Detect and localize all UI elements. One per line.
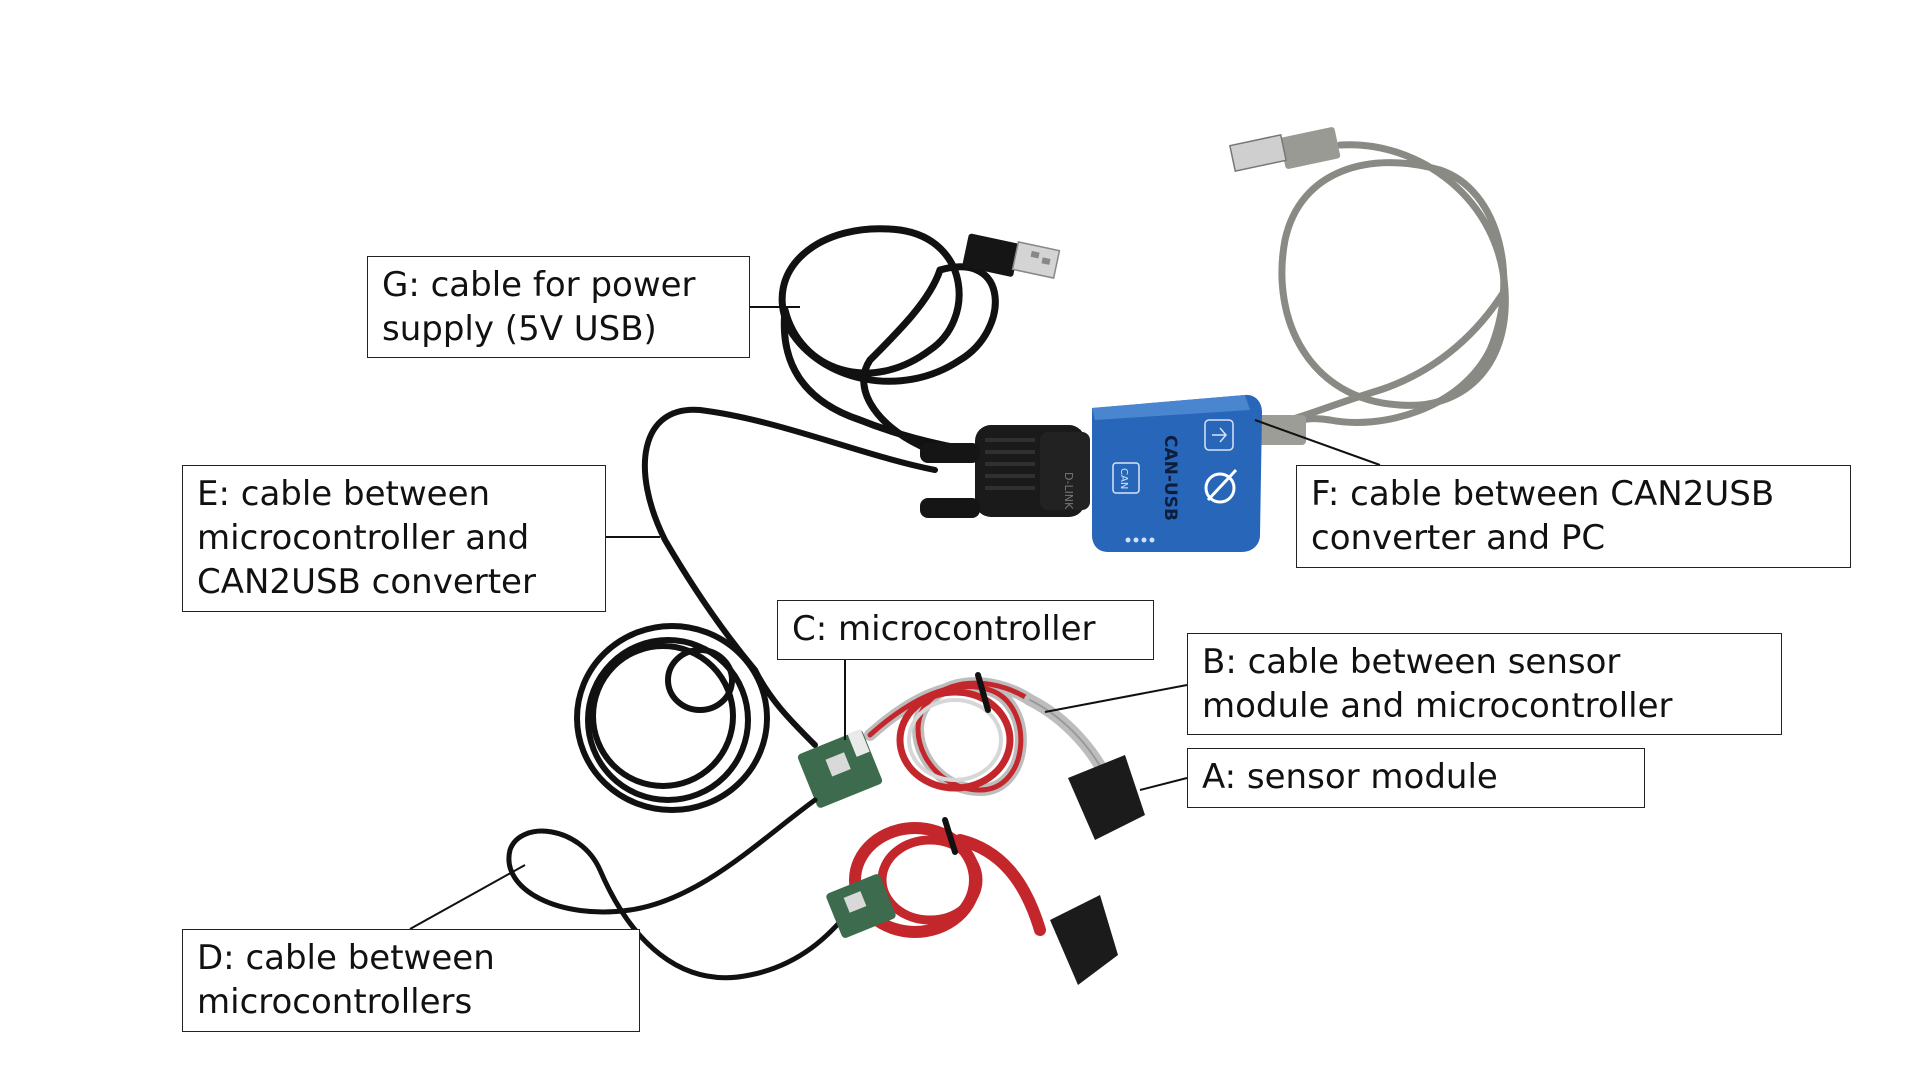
device-model-label: CAN-USB <box>1160 435 1180 521</box>
label-inter-controller-cable: D: cable between microcontrollers <box>182 929 640 1032</box>
label-microcontroller: C: microcontroller <box>777 600 1154 660</box>
power-supply-cable <box>778 225 1009 459</box>
esd-logo-icon <box>1204 468 1238 504</box>
usb-symbol-icon <box>1204 419 1234 451</box>
microcontroller-board <box>797 729 883 808</box>
can-usb-converter: D-LINK CAN-USB CAN <box>920 394 1262 552</box>
ribbon-cable <box>849 817 1046 938</box>
sensor-module <box>1068 755 1145 840</box>
label-pc-usb-cable: F: cable between CAN2USB converter and P… <box>1296 465 1851 568</box>
label-sensor-module: A: sensor module <box>1187 748 1645 808</box>
label-ribbon-cable: B: cable between sensor module and micro… <box>1187 633 1782 735</box>
adapter-label: D-LINK <box>1062 472 1075 510</box>
usb-plug-icon <box>1228 127 1341 173</box>
microcontroller-board <box>826 874 896 938</box>
label-power-supply-cable: G: cable for power supply (5V USB) <box>367 256 750 358</box>
status-led-icons <box>1125 537 1155 543</box>
label-can-cable: E: cable between microcontroller and CAN… <box>182 465 606 612</box>
ribbon-cable <box>864 672 1111 797</box>
can-port-label: CAN <box>1118 468 1129 489</box>
usb-plug-icon <box>962 233 1061 279</box>
leader-lines <box>409 306 1381 930</box>
can-cable <box>574 406 938 813</box>
sensor-module <box>1050 895 1118 985</box>
inter-controller-cable <box>506 797 853 981</box>
pc-usb-cable <box>1246 141 1509 434</box>
